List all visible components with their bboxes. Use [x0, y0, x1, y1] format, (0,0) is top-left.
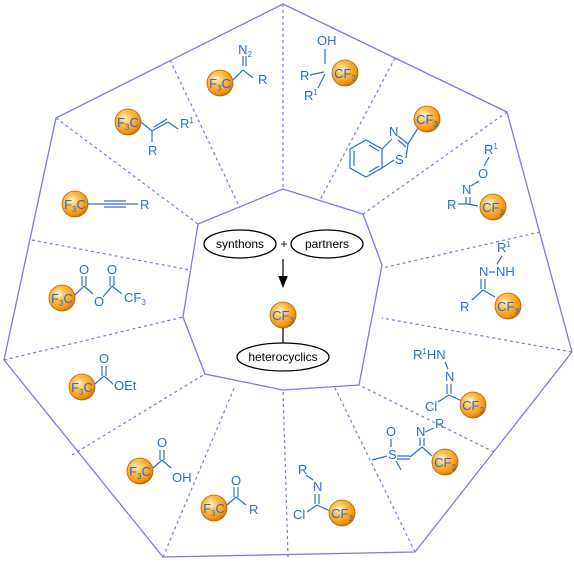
synthon-anhydride: F3C O O O CF3: [48, 262, 146, 312]
svg-text:F3C: F3C: [64, 197, 86, 214]
dashed-dividers: [3, 4, 573, 558]
svg-text:Cl: Cl: [425, 399, 437, 414]
synthon-alkyne: F3C R: [61, 190, 149, 218]
svg-text:O: O: [478, 166, 488, 181]
svg-text:O: O: [99, 351, 109, 366]
svg-text:O: O: [386, 424, 396, 439]
svg-text:N: N: [416, 424, 425, 439]
heterocyclics-ellipse: [236, 342, 330, 372]
svg-text:O: O: [107, 262, 117, 277]
partners-ellipse: [290, 229, 364, 259]
svg-text:F3C: F3C: [117, 115, 139, 132]
svg-text:R1: R1: [497, 240, 511, 255]
svg-text:N: N: [313, 479, 322, 494]
svg-text:OH: OH: [172, 470, 192, 485]
svg-text:CF3: CF3: [334, 66, 356, 83]
svg-text:R: R: [300, 68, 309, 83]
svg-text:CF3: CF3: [272, 308, 294, 325]
synthon-benzothiazole: N S CF3: [349, 105, 441, 178]
svg-text:R: R: [298, 462, 307, 477]
svg-text:O: O: [157, 435, 167, 450]
svg-text:CF3: CF3: [462, 398, 484, 415]
svg-text:CF3: CF3: [497, 299, 519, 316]
synthon-ester: F3C O OEt: [68, 351, 137, 401]
svg-text:CF3: CF3: [331, 506, 353, 523]
svg-text:F3C: F3C: [51, 291, 73, 308]
svg-text:R1HN: R1HN: [413, 347, 446, 362]
center-scheme: synthons + partners CF3 heterocyclics: [203, 229, 364, 372]
svg-text:R1: R1: [180, 116, 194, 131]
svg-text:R: R: [148, 143, 157, 158]
svg-text:S: S: [388, 447, 397, 462]
svg-text:N: N: [389, 124, 398, 139]
svg-text:O: O: [79, 262, 89, 277]
outer-heptagon: [3, 3, 573, 558]
svg-text:N2: N2: [238, 42, 252, 59]
svg-text:F3C: F3C: [71, 380, 93, 397]
heterocyclics-label: heterocyclics: [248, 350, 317, 364]
svg-text:OH: OH: [317, 33, 337, 48]
synthon-ylide: O S N R CF3: [371, 416, 459, 476]
synthons-label: synthons: [216, 237, 264, 251]
svg-text:Cl: Cl: [293, 507, 305, 522]
svg-text:N: N: [462, 182, 471, 197]
synthon-hydrazonoyl: R1HN N Cl CF3: [413, 347, 487, 419]
synthon-alkene: F3C R R1: [114, 108, 194, 158]
svg-text:O: O: [231, 473, 241, 488]
svg-text:CF3: CF3: [482, 200, 504, 217]
svg-text:R1: R1: [484, 142, 498, 157]
svg-text:R1: R1: [304, 88, 318, 103]
synthon-hydrazone: R1 N NH R CF3: [460, 240, 522, 320]
svg-text:CF3: CF3: [124, 290, 146, 307]
synthon-oxime: R1 O N R CF3: [447, 142, 507, 221]
svg-text:F3C: F3C: [209, 76, 231, 93]
svg-text:N: N: [445, 369, 454, 384]
synthon-imidoyl: R N Cl CF3: [293, 462, 356, 527]
synthons-ellipse: [203, 229, 277, 259]
svg-text:CF3: CF3: [434, 455, 456, 472]
svg-text:F3C: F3C: [129, 464, 151, 481]
svg-text:F3C: F3C: [203, 501, 225, 518]
svg-text:NH: NH: [496, 264, 515, 279]
synthon-acid: F3C O OH: [126, 435, 192, 485]
svg-text:N: N: [479, 264, 488, 279]
svg-text:R: R: [435, 416, 444, 431]
partners-label: partners: [305, 237, 349, 251]
svg-text:R: R: [140, 197, 149, 212]
svg-text:S: S: [395, 152, 404, 167]
synthon-diazo: F3C N2 R: [206, 42, 267, 97]
svg-text:R: R: [258, 72, 267, 87]
svg-text:R: R: [460, 299, 469, 314]
plus-sign: +: [280, 237, 287, 251]
synthon-carbinol: OH R R1 CF3: [300, 33, 359, 103]
inner-heptagon: [182, 188, 383, 391]
svg-text:CF3: CF3: [416, 112, 438, 129]
synthon-ketone: F3C O R: [200, 473, 258, 522]
svg-text:O: O: [94, 294, 104, 309]
svg-text:OEt: OEt: [114, 378, 137, 393]
svg-text:R: R: [447, 197, 456, 212]
svg-text:R: R: [249, 502, 258, 517]
